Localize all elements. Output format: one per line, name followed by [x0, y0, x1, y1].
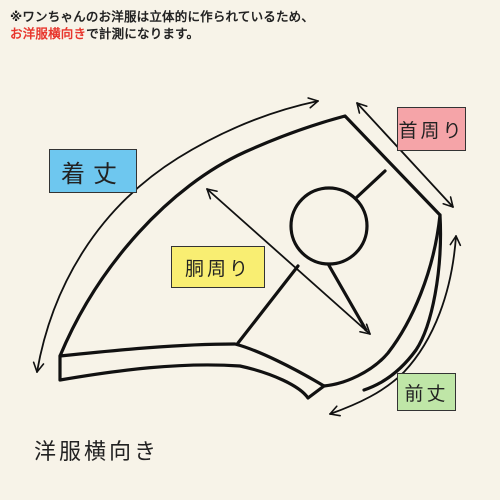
length-arrow: [32, 97, 319, 373]
note-line-2-rest: で計測になります。: [86, 26, 200, 41]
label-neck: 首周り: [397, 107, 466, 151]
note-line-2: お洋服横向きで計測になります。: [10, 25, 490, 42]
label-length: 着丈: [49, 149, 137, 193]
note-line-1: ※ワンちゃんのお洋服は立体的に作られているため、: [10, 9, 315, 24]
diagram-caption: 洋服横向き: [34, 440, 160, 465]
note-highlight: お洋服横向き: [10, 26, 87, 41]
label-front: 前丈: [397, 373, 456, 411]
label-chest: 胴周り: [171, 246, 265, 288]
garment-bottom-edge: [58, 354, 326, 400]
front-arrow: [329, 235, 462, 417]
neck-hole: [289, 186, 369, 266]
neck-seam: [354, 169, 387, 200]
chest-seam: [325, 260, 368, 332]
neck-arrow: [356, 102, 454, 208]
instruction-note: ※ワンちゃんのお洋服は立体的に作られているため、 お洋服横向きで計測になります。: [10, 8, 490, 42]
